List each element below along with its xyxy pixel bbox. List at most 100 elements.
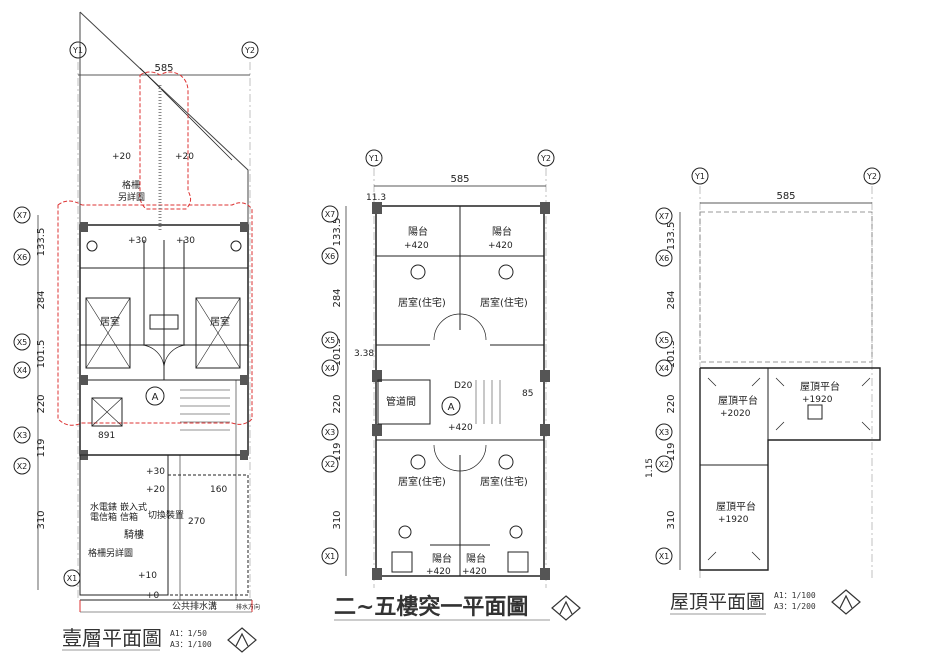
left-dimensions-plan2: 133.5 284 101.5 220 119 310 3.38 <box>332 206 374 576</box>
level-mid-left: +30 <box>128 236 147 246</box>
level-top-right: +20 <box>175 152 194 162</box>
riding-label: 騎樓 <box>124 528 144 541</box>
svg-text:X7: X7 <box>659 212 670 221</box>
level-2020: +2020 <box>720 409 751 419</box>
left-dimensions-plan1: 133.5 284 101.5 220 119 310 <box>36 215 47 590</box>
svg-text:X7: X7 <box>17 211 28 220</box>
svg-text:X2: X2 <box>325 460 336 469</box>
svg-text:X3: X3 <box>659 428 670 437</box>
grille-label: 格柵另詳圖 <box>88 547 133 559</box>
scale-a1-plan3: A1：1/100 <box>774 591 816 600</box>
svg-text:X4: X4 <box>659 364 670 373</box>
level-420-4: +420 <box>426 567 451 577</box>
north-arrow-icon <box>551 595 581 621</box>
svg-text:Y2: Y2 <box>540 154 551 163</box>
plan-second-to-fifth: Y1 Y2 585 11.3 陽台 +420 陽台 +420 居室(住宅) 居 <box>321 149 581 621</box>
svg-text:133.5: 133.5 <box>332 218 343 247</box>
circle-a: A <box>152 392 159 403</box>
svg-text:X3: X3 <box>325 428 336 437</box>
roof-left-top: 屋頂平台 <box>718 394 758 407</box>
level-low-1: +30 <box>146 467 165 477</box>
svg-text:220: 220 <box>332 394 343 413</box>
circle-a-plan2: A <box>448 402 455 413</box>
level-low-2: +20 <box>146 485 165 495</box>
living-bottom-right: 居室(住宅) <box>480 475 528 488</box>
room-left: 居室 <box>100 315 120 328</box>
left-dimensions-plan3: 133.5 284 101.5 220 119 310 1.15 <box>645 212 681 570</box>
svg-text:220: 220 <box>36 394 47 413</box>
svg-text:Y1: Y1 <box>72 46 83 55</box>
svg-text:101.5: 101.5 <box>666 340 677 369</box>
svg-text:X6: X6 <box>325 252 336 261</box>
svg-text:119: 119 <box>666 442 677 461</box>
dim-270: 270 <box>188 517 205 527</box>
svg-text:Y2: Y2 <box>866 172 877 181</box>
grid-bubble-y2-plan3: Y2 <box>863 167 881 578</box>
level-420-5: +420 <box>462 567 487 577</box>
svg-text:220: 220 <box>666 394 677 413</box>
grid-bubble-y2: Y2 <box>241 41 259 600</box>
balcony-bottom-left: 陽台 <box>432 552 452 565</box>
dim-160: 160 <box>210 485 227 495</box>
plan-roof: Y1 Y2 585 屋頂平台 +2020 屋頂平台 +1920 屋頂平台 +19… <box>645 167 881 615</box>
grid-bubble-y1: Y1 <box>69 41 87 600</box>
svg-text:1.15: 1.15 <box>645 458 655 478</box>
svg-text:284: 284 <box>36 290 47 309</box>
balcony-top-right: 陽台 <box>492 225 512 238</box>
dim-top-plan2: 585 <box>450 174 469 185</box>
svg-text:X1: X1 <box>67 574 78 583</box>
room-right: 居室 <box>210 315 230 328</box>
plan-ground-floor: Y1 Y2 585 +20 +20 格柵 另詳圖 <box>13 11 260 653</box>
roof-bottom: 屋頂平台 <box>716 500 756 513</box>
living-bottom-left: 居室(住宅) <box>398 475 446 488</box>
level-low-4: +0 <box>146 591 160 601</box>
level-1920-2: +1920 <box>718 515 749 525</box>
utility-label-2: 嵌入式 <box>120 501 147 513</box>
svg-text:119: 119 <box>36 438 47 457</box>
level-420-3: +420 <box>448 423 473 433</box>
svg-text:X4: X4 <box>325 364 336 373</box>
svg-text:X4: X4 <box>17 366 28 375</box>
svg-text:X6: X6 <box>17 253 28 262</box>
level-top-left: +20 <box>112 152 131 162</box>
svg-text:X6: X6 <box>659 254 670 263</box>
title-plan1: 壹層平面圖 <box>62 626 162 650</box>
svg-text:310: 310 <box>332 510 343 529</box>
svg-text:133.5: 133.5 <box>36 228 47 257</box>
utility-label-1: 水電錶 <box>90 501 117 513</box>
living-top-left: 居室(住宅) <box>398 296 446 309</box>
svg-text:X5: X5 <box>17 338 28 347</box>
svg-text:284: 284 <box>666 290 677 309</box>
dim-top: 585 <box>154 63 173 74</box>
roof-right: 屋頂平台 <box>800 380 840 393</box>
title-plan3: 屋頂平面圖 <box>670 591 765 613</box>
level-420-2: +420 <box>488 241 513 251</box>
grid-bubble-y2-plan2: Y2 <box>537 149 555 588</box>
meter-label: 格柵 <box>122 179 140 191</box>
utility-label-1b: 電信箱 <box>90 511 117 523</box>
svg-text:3.38: 3.38 <box>354 349 374 359</box>
svg-text:Y2: Y2 <box>244 46 255 55</box>
scale-a3-plan3: A3：1/200 <box>774 602 816 611</box>
grid-bubbles-left-plan3: X7 X6 X5 X4 X3 X2 X1 <box>655 207 673 565</box>
scale-a3-plan1: A3：1/100 <box>170 640 212 649</box>
living-top-right: 居室(住宅) <box>480 296 528 309</box>
code-85: 85 <box>522 389 533 399</box>
svg-text:X3: X3 <box>17 431 28 440</box>
svg-text:X2: X2 <box>17 462 28 471</box>
svg-text:310: 310 <box>36 510 47 529</box>
north-arrow-icon <box>831 589 861 615</box>
meter-label-2: 另詳圖 <box>118 191 145 203</box>
scale-a1-plan1: A1：1/50 <box>170 629 207 638</box>
switch-label: 切換裝置 <box>148 509 184 521</box>
balcony-top-left: 陽台 <box>408 225 428 238</box>
svg-text:101.5: 101.5 <box>36 340 47 369</box>
grid-bubbles-left-plan2: X7 X6 X5 X4 X3 X2 X1 <box>321 205 339 565</box>
svg-text:X2: X2 <box>659 460 670 469</box>
dim-11-3: 11.3 <box>366 193 386 203</box>
svg-text:Y1: Y1 <box>368 154 379 163</box>
svg-text:119: 119 <box>332 442 343 461</box>
north-arrow-icon <box>227 627 257 653</box>
code-891: 891 <box>98 431 115 441</box>
